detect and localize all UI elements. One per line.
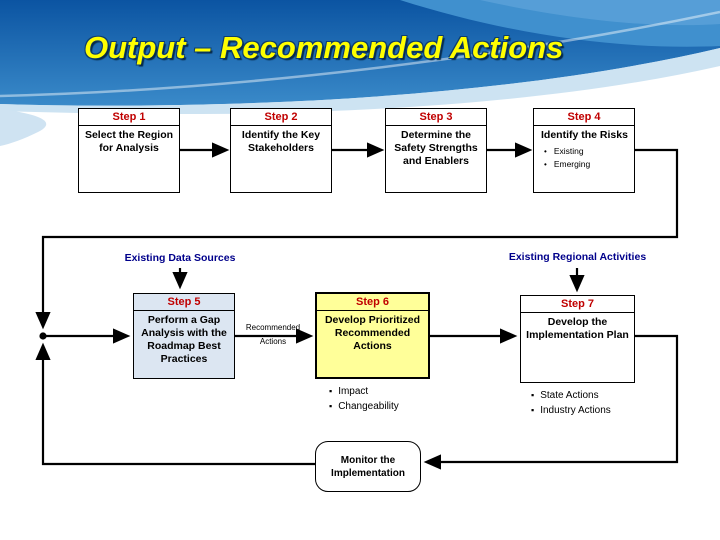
- step5-box: Step 5 Perform a Gap Analysis with the R…: [133, 293, 235, 379]
- step3-body: Determine the Safety Strengths and Enabl…: [394, 129, 478, 168]
- step3-header: Step 3: [386, 109, 486, 126]
- step4-bullet-list: Existing Emerging: [534, 145, 634, 171]
- step2-box: Step 2 Identify the Key Stakeholders: [230, 108, 332, 193]
- step1-header: Step 1: [79, 109, 179, 126]
- step2-header: Step 2: [231, 109, 331, 126]
- step6-bullet: Impact: [329, 384, 399, 399]
- header-pale-band: [0, 48, 720, 114]
- step7-bullet: State Actions: [531, 388, 611, 403]
- existing-regional-activities-label: Existing Regional Activities: [508, 251, 647, 263]
- recommended-actions-line1: Recommended: [245, 323, 301, 332]
- step1-body: Select the Region for Analysis: [84, 129, 174, 155]
- step6-header: Step 6: [317, 294, 428, 311]
- step6-bullet-list: Impact Changeability: [329, 384, 399, 414]
- step3-box: Step 3 Determine the Safety Strengths an…: [385, 108, 487, 193]
- recommended-actions-arrow-label: Recommended Actions: [233, 322, 313, 347]
- header-left-wedge: [0, 109, 47, 146]
- step4-box: Step 4 Identify the Risks Existing Emerg…: [533, 108, 635, 193]
- header-white-arc: [0, 10, 720, 98]
- monitor-implementation-box: Monitor the Implementation: [315, 441, 421, 492]
- step5-body: Perform a Gap Analysis with the Roadmap …: [141, 314, 227, 366]
- step4-body: Identify the Risks: [541, 129, 628, 141]
- step6-body: Develop Prioritized Recommended Actions: [324, 314, 421, 353]
- header-wave-band-inner: [480, 0, 720, 26]
- step6-bullet: Changeability: [329, 399, 399, 414]
- slide-title: Output – Recommended Actions: [84, 30, 564, 65]
- step1-box: Step 1 Select the Region for Analysis: [78, 108, 180, 193]
- step4-header: Step 4: [534, 109, 634, 126]
- existing-data-sources-label: Existing Data Sources: [124, 252, 236, 264]
- step2-body: Identify the Key Stakeholders: [241, 129, 321, 155]
- step5-header: Step 5: [134, 294, 234, 311]
- step7-bullet: Industry Actions: [531, 403, 611, 418]
- step7-body: Develop the Implementation Plan: [526, 316, 629, 342]
- recommended-actions-line2: Actions: [259, 337, 287, 346]
- step4-bullet: Existing: [544, 145, 634, 158]
- step7-box: Step 7 Develop the Implementation Plan: [520, 295, 635, 383]
- step7-bullet-list: State Actions Industry Actions: [531, 388, 611, 418]
- junction-dot: [39, 332, 47, 340]
- step4-bullet: Emerging: [544, 158, 634, 171]
- step7-header: Step 7: [521, 296, 634, 313]
- step6-box: Step 6 Develop Prioritized Recommended A…: [315, 292, 430, 379]
- header-wave-banner: [0, 0, 720, 146]
